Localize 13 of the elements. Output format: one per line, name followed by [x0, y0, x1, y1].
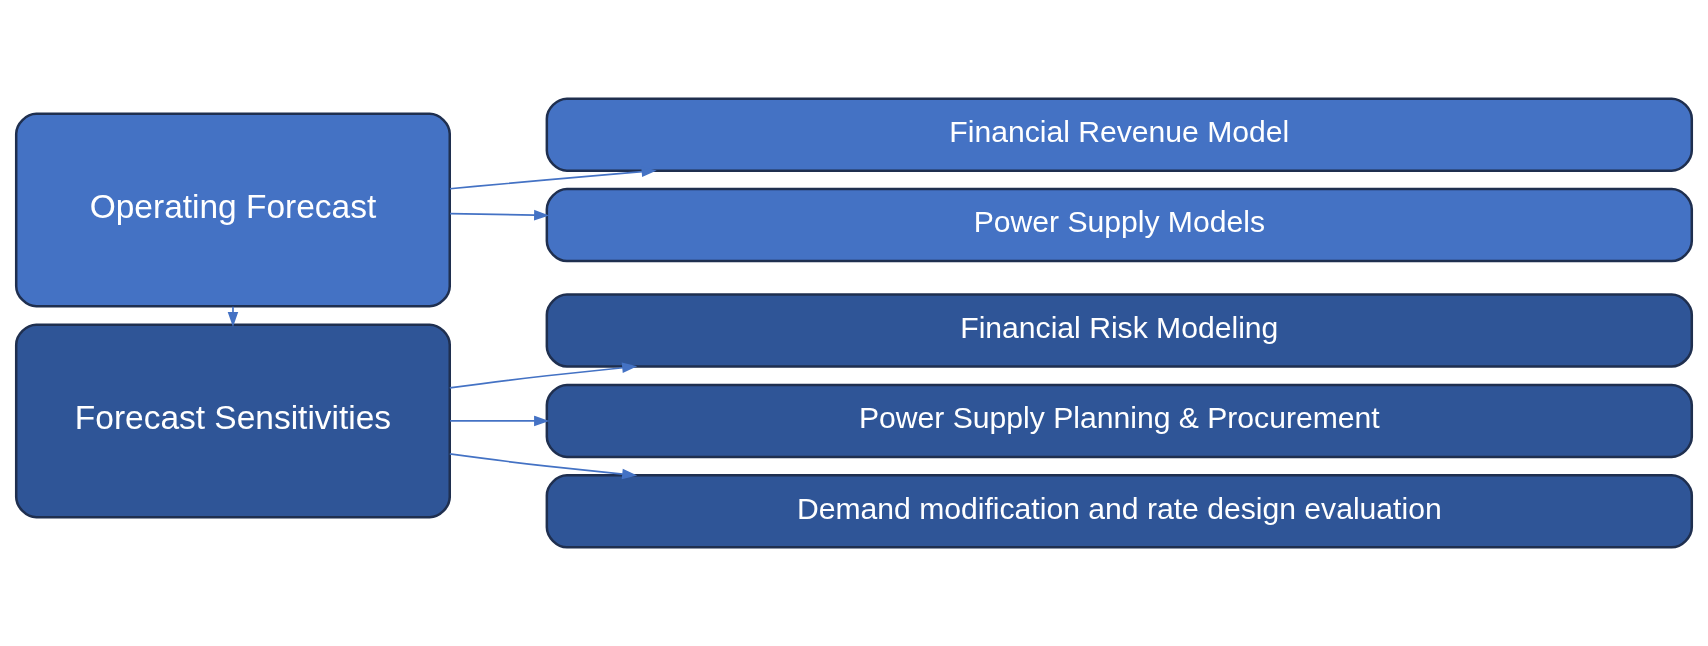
node-box: Financial Risk Modeling — [545, 293, 1694, 368]
node-box: Forecast Sensitivities — [14, 323, 451, 519]
arrow — [449, 166, 657, 190]
node-box: Operating Forecast — [14, 112, 451, 308]
node-box: Power Supply Planning & Procurement — [545, 383, 1694, 459]
arrow — [448, 362, 638, 389]
node-box: Financial Revenue Model — [545, 97, 1694, 172]
node-box: Demand modification and rate design evaluation — [545, 474, 1694, 549]
arrow — [448, 453, 638, 480]
arrow — [449, 415, 550, 427]
node-box: Power Supply Models — [545, 187, 1694, 263]
arrow — [449, 209, 550, 221]
arrow — [227, 305, 239, 328]
